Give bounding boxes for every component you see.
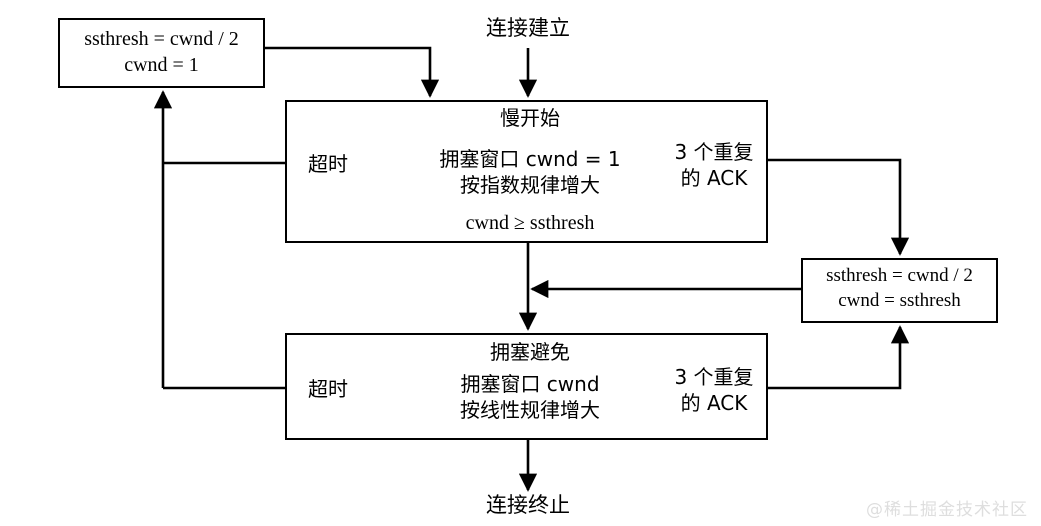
- congestion-avoidance-body-line2: 按线性规律增大: [460, 398, 600, 422]
- congestion-avoidance-timeout-label: 超时: [308, 377, 348, 401]
- start-label: 连接建立: [486, 16, 570, 40]
- fast-recovery-line2: cwnd = ssthresh: [838, 290, 961, 311]
- node-timeout-reset[interactable]: [58, 18, 265, 88]
- slow-start-timeout-label: 超时: [308, 152, 348, 176]
- slow-start-dupack-label-line1: 3 个重复: [674, 140, 754, 164]
- congestion-avoidance-body-line1: 拥塞窗口 cwnd: [460, 372, 600, 396]
- slow-start-body-line1: 拥塞窗口 cwnd = 1: [439, 147, 621, 171]
- timeout-reset-line2: cwnd = 1: [124, 54, 199, 76]
- edge-slowstart-dupack-to-fast-recovery: [768, 158, 910, 256]
- node-congestion-avoidance[interactable]: [285, 333, 768, 440]
- edge-reset-to-slow-start: [265, 46, 440, 98]
- congestion-avoidance-dupack-label-line2: 的 ACK: [680, 391, 748, 415]
- slow-start-condition: cwnd ≥ ssthresh: [465, 212, 595, 234]
- edge-ca-dupack-to-fast-recovery: [768, 325, 910, 390]
- timeout-reset-line1: ssthresh = cwnd / 2: [84, 28, 239, 50]
- slow-start-dupack-label-line2: 的 ACK: [680, 166, 748, 190]
- congestion-avoidance-title: 拥塞避免: [490, 340, 570, 364]
- end-label: 连接终止: [486, 493, 570, 517]
- fast-recovery-line1: ssthresh = cwnd / 2: [826, 265, 973, 286]
- node-slow-start[interactable]: [285, 100, 768, 243]
- congestion-avoidance-dupack-label-line1: 3 个重复: [674, 365, 754, 389]
- node-fast-recovery[interactable]: [801, 258, 998, 323]
- slow-start-body-line2: 按指数规律增大: [460, 173, 600, 197]
- slow-start-title: 慢开始: [500, 106, 560, 130]
- watermark: @稀土掘金技术社区: [866, 500, 1028, 520]
